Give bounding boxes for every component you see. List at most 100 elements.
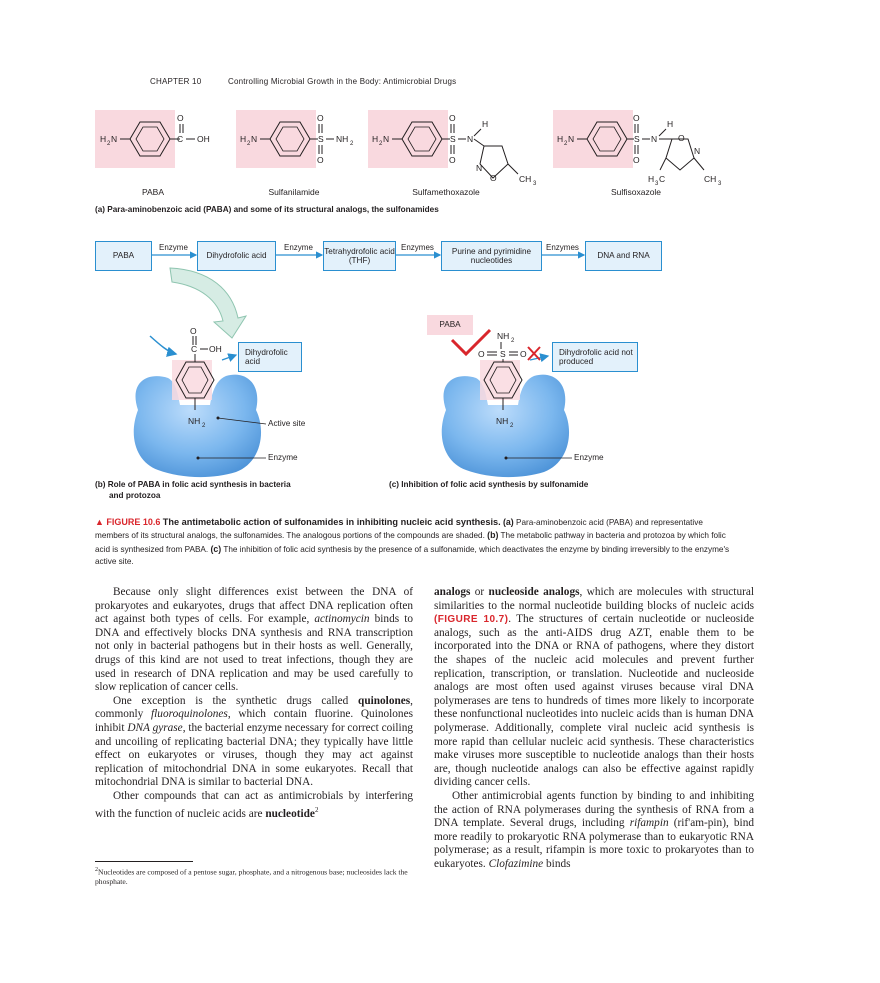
right-paragraph-2: Other antimicrobial agents function by b… bbox=[434, 789, 754, 870]
svg-text:2: 2 bbox=[107, 141, 111, 147]
svg-text:OH: OH bbox=[197, 134, 210, 144]
molecule-label-paba: PABA bbox=[141, 187, 165, 197]
right-column: analogs or nucleoside analogs, which are… bbox=[434, 586, 754, 871]
svg-text:CH: CH bbox=[704, 174, 716, 184]
svg-text:CH: CH bbox=[519, 174, 531, 184]
pathway-box-thf: Tetrahydrofolic acid (THF) bbox=[323, 241, 396, 271]
pathway-enzyme-label-4: Enzymes bbox=[546, 243, 579, 252]
svg-text:O: O bbox=[177, 113, 184, 123]
svg-text:N: N bbox=[651, 134, 657, 144]
svg-text:2: 2 bbox=[247, 141, 251, 147]
svg-text:C: C bbox=[191, 344, 197, 354]
molecule-label-sulfisoxazole: Sulfisoxazole bbox=[610, 187, 662, 197]
figure-reference[interactable]: (FIGURE 10.7) bbox=[434, 614, 509, 626]
svg-text:N: N bbox=[467, 134, 473, 144]
svg-text:H: H bbox=[240, 134, 246, 144]
figure-text-c: The inhibition of folic acid synthesis b… bbox=[95, 544, 730, 567]
pathway-enzyme-label-1: Enzyme bbox=[159, 243, 188, 252]
svg-text:2: 2 bbox=[511, 338, 515, 344]
figure-mark-c: (c) bbox=[210, 543, 222, 554]
svg-text:O: O bbox=[633, 113, 640, 123]
svg-text:NH: NH bbox=[497, 331, 509, 341]
svg-text:OH: OH bbox=[209, 344, 222, 354]
svg-text:O: O bbox=[490, 173, 497, 183]
chapter-title: Controlling Microbial Growth in the Body… bbox=[228, 77, 457, 86]
svg-text:H: H bbox=[372, 134, 378, 144]
panel-c-product-box: Dihydrofolic acid not produced bbox=[552, 342, 638, 372]
figure-number: ▲ FIGURE 10.6 bbox=[95, 517, 161, 527]
svg-text:O: O bbox=[478, 349, 485, 359]
panel-b-enzyme-label: Enzyme bbox=[268, 453, 298, 462]
svg-text:2: 2 bbox=[350, 141, 354, 147]
svg-text:N: N bbox=[476, 163, 482, 173]
figure-caption: ▲ FIGURE 10.6 The antimetabolic action o… bbox=[95, 516, 735, 569]
chapter-label: CHAPTER 10 bbox=[150, 77, 202, 86]
pathway-box-paba: PABA bbox=[95, 241, 152, 271]
figure-mark-b: (b) bbox=[487, 530, 499, 541]
svg-text:H: H bbox=[482, 119, 488, 129]
svg-text:S: S bbox=[500, 349, 506, 359]
pathway-box-dna-rna: DNA and RNA bbox=[585, 241, 662, 271]
footnote-rule bbox=[95, 861, 193, 862]
svg-text:O: O bbox=[317, 113, 324, 123]
pathway-enzyme-label-2: Enzyme bbox=[284, 243, 313, 252]
figure-text-b: The metabolic pathway in bacteria and pr… bbox=[95, 531, 726, 554]
pathway-box-nucleotides: Purine and pyrimidine nucleotides bbox=[441, 241, 542, 271]
svg-text:O: O bbox=[317, 155, 324, 165]
svg-text:H: H bbox=[667, 119, 673, 129]
footnote: 2Nucleotides are composed of a pentose s… bbox=[95, 867, 408, 887]
svg-text:C: C bbox=[177, 134, 183, 144]
molecule-label-sulfanilamide: Sulfanilamide bbox=[268, 187, 320, 197]
svg-text:O: O bbox=[190, 326, 197, 336]
svg-text:3: 3 bbox=[718, 181, 722, 187]
panel-b-caption-line1: (b) Role of PABA in folic acid synthesis… bbox=[95, 480, 291, 489]
left-paragraph-1: Because only slight differences exist be… bbox=[95, 586, 413, 694]
pathway-enzyme-label-3: Enzymes bbox=[401, 243, 434, 252]
panel-c-paba-tag: PABA bbox=[427, 315, 473, 335]
svg-text:O: O bbox=[678, 133, 685, 143]
svg-text:S: S bbox=[318, 134, 324, 144]
svg-text:N: N bbox=[383, 134, 389, 144]
svg-text:N: N bbox=[111, 134, 117, 144]
panel-a-caption: (a) Para-aminobenzoic acid (PABA) and so… bbox=[95, 205, 439, 214]
svg-text:2: 2 bbox=[379, 141, 383, 147]
svg-text:2: 2 bbox=[564, 141, 568, 147]
panel-b-active-site-label: Active site bbox=[268, 419, 306, 428]
panel-c-enzyme-label: Enzyme bbox=[574, 453, 604, 462]
panel-b-caption-line2: and protozoa bbox=[109, 491, 161, 500]
svg-text:2: 2 bbox=[510, 423, 514, 429]
left-paragraph-2: One exception is the synthetic drugs cal… bbox=[95, 694, 413, 789]
panel-b-product-box: Dihydrofolic acid bbox=[238, 342, 302, 372]
svg-text:N: N bbox=[251, 134, 257, 144]
svg-text:C: C bbox=[659, 174, 665, 184]
svg-text:O: O bbox=[520, 349, 527, 359]
figure-mark-a: (a) bbox=[502, 517, 514, 527]
svg-text:H: H bbox=[648, 174, 654, 184]
left-column: Because only slight differences exist be… bbox=[95, 586, 413, 821]
svg-text:S: S bbox=[450, 134, 456, 144]
pathway-box-dihydrofolic: Dihydrofolic acid bbox=[197, 241, 276, 271]
panel-c-caption: (c) Inhibition of folic acid synthesis b… bbox=[389, 480, 589, 489]
svg-text:N: N bbox=[694, 146, 700, 156]
svg-text:2: 2 bbox=[202, 423, 206, 429]
left-paragraph-3: Other compounds that can act as antimicr… bbox=[95, 789, 413, 820]
svg-text:O: O bbox=[449, 155, 456, 165]
svg-text:NH: NH bbox=[336, 134, 348, 144]
svg-text:O: O bbox=[633, 155, 640, 165]
svg-text:NH: NH bbox=[188, 416, 200, 426]
svg-text:N: N bbox=[568, 134, 574, 144]
svg-text:O: O bbox=[449, 113, 456, 123]
svg-text:H: H bbox=[557, 134, 563, 144]
svg-text:S: S bbox=[634, 134, 640, 144]
svg-text:H: H bbox=[100, 134, 106, 144]
svg-text:NH: NH bbox=[496, 416, 508, 426]
svg-text:3: 3 bbox=[533, 181, 537, 187]
molecule-label-sulfamethoxazole: Sulfamethoxazole bbox=[412, 187, 480, 197]
figure-title: The antimetabolic action of sulfonamides… bbox=[162, 517, 501, 527]
figure-text-a: Para-aminobenzoic acid (PABA) and repres… bbox=[95, 518, 703, 541]
right-paragraph-1: analogs or nucleoside analogs, which are… bbox=[434, 586, 755, 789]
